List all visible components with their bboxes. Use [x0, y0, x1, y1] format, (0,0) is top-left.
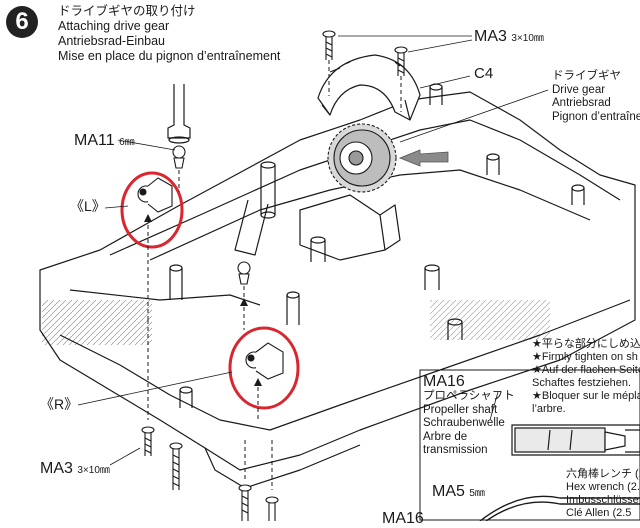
boss-post	[424, 264, 440, 290]
antenna-tube	[167, 84, 191, 139]
label-hex-wrench: 六角棒レンチ (2 Hex wrench (2. Imbusschlüsse C…	[566, 468, 640, 520]
drive-gear	[327, 123, 397, 193]
tightening-note: ★平らな部分にしめ込 ★Firmly tighten on sh ★Auf de…	[532, 338, 640, 416]
rib-block-left	[42, 300, 152, 345]
chassis-upper-rim	[109, 119, 621, 256]
hex-wrench	[479, 495, 640, 521]
drive-gear-de: Antriebsrad	[552, 97, 611, 109]
note-en: ★Firmly tighten on sh	[532, 351, 638, 363]
ma16-fr2: transmission	[423, 444, 488, 456]
arrow-up	[254, 378, 262, 386]
screw-ma3-bottom	[238, 484, 252, 521]
note-jp: ★平らな部分にしめ込	[532, 338, 640, 350]
chassis-lower-rim	[59, 299, 631, 431]
step-title-en: Attaching drive gear	[58, 19, 170, 33]
leader-line	[109, 447, 141, 466]
ball-connector-r	[245, 342, 284, 380]
chassis-outline	[39, 91, 636, 471]
spur-mount-cone	[234, 199, 269, 256]
chassis-side-wall	[204, 444, 361, 489]
note-de2: Schaftes festziehen.	[532, 377, 632, 389]
gear-cover-c4	[317, 54, 421, 121]
label-bottom-partial: MA16	[382, 510, 424, 527]
screw-ma3-top	[322, 30, 336, 60]
boss-post	[260, 161, 276, 219]
cradle-front	[379, 204, 401, 251]
ma5-code: MA5	[432, 483, 465, 500]
propeller-shaft-detail	[419, 369, 640, 521]
ball-connector-l	[137, 177, 173, 213]
ma3-bottom-code: MA3	[40, 460, 73, 477]
hex-wrench-fr: Clé Allen (2.5	[566, 507, 632, 519]
step-title-de: Antriebsrad-Einbau	[58, 34, 166, 48]
leader-line	[117, 139, 176, 151]
ma16-jp: プロペラシャフト	[423, 390, 515, 402]
drive-gear-jp: ドライブギヤ	[552, 70, 621, 82]
drive-gear-fr: Pignon d’entraîner	[552, 110, 640, 123]
leader-line	[104, 205, 129, 209]
label-ma16: MA16	[423, 373, 465, 390]
note-de1: ★Auf der flachen Seite	[532, 364, 640, 376]
chassis-deck	[149, 169, 591, 261]
screw-ma3-bottom	[169, 442, 183, 490]
screw-ma3-bottom	[141, 426, 155, 456]
boss-post	[486, 153, 500, 175]
ma11-code: MA11	[74, 132, 115, 149]
ball-end-mid	[237, 261, 251, 285]
cradle-block	[299, 194, 386, 261]
screw-ma3-top	[394, 46, 408, 76]
leader-line	[419, 75, 471, 89]
boss-post	[169, 264, 183, 300]
ma3-bottom-size: 3×10㎜	[77, 465, 110, 476]
hex-wrench-de: Imbusschlüsse	[566, 494, 639, 506]
ball-end-ma11	[172, 145, 186, 169]
ma5-size: 5㎜	[469, 488, 485, 499]
hex-wrench-jp: 六角棒レンチ (2	[566, 468, 640, 480]
label-ma5: MA5 5㎜	[432, 483, 485, 501]
boss-post	[179, 386, 193, 408]
arrow-up	[240, 298, 248, 306]
leader-line	[399, 89, 549, 143]
leader-line	[489, 391, 499, 421]
boss-post	[310, 236, 326, 262]
hex-wrench-en: Hex wrench (2.	[566, 481, 640, 493]
label-ma11: MA11 6㎜	[74, 132, 135, 150]
drive-gear-en: Drive gear	[552, 83, 606, 96]
note-fr1: ★Bloquer sur le méplat	[532, 390, 640, 402]
note-fr2: l’arbre.	[532, 403, 566, 415]
screw-ma3-bottom	[265, 496, 279, 521]
boss-post	[571, 184, 585, 205]
ma3-top-code: MA3	[474, 28, 507, 45]
arrow-up	[144, 214, 152, 222]
ma16-de: Schraubenwelle	[423, 417, 505, 429]
label-ma3-top: MA3 3×10㎜	[474, 28, 544, 46]
label-ma3-bottom: MA3 3×10㎜	[40, 460, 110, 478]
ma3-top-size: 3×10㎜	[511, 33, 544, 44]
ma11-size: 6㎜	[119, 137, 135, 148]
ma16-fr1: Arbre de	[423, 430, 468, 443]
label-right-side: 《R》	[40, 396, 79, 412]
boss-post	[447, 318, 463, 340]
boss-post	[286, 291, 300, 325]
leader-line	[407, 39, 473, 53]
highlight-circle-l	[120, 171, 184, 249]
ma16-en: Propeller shaft	[423, 403, 498, 416]
label-c4: C4	[474, 65, 494, 82]
leader-line	[77, 371, 233, 406]
step-title: ドライブギヤの取り付け Attaching drive gear Antrieb…	[58, 4, 280, 64]
label-left-side: 《L》	[70, 198, 106, 214]
step-title-jp: ドライブギヤの取り付け	[58, 4, 196, 18]
boss-post	[429, 83, 443, 105]
step-number-badge: 6	[6, 6, 38, 38]
highlight-circle-r	[228, 326, 300, 410]
shaft-arrow	[398, 149, 449, 167]
label-propeller-shaft: プロペラシャフト Propeller shaft Schraubenwelle …	[423, 390, 515, 458]
step-title-fr: Mise en place du pignon d’entraînement	[58, 49, 281, 63]
label-drive-gear: ドライブギヤ Drive gear Antriebsrad Pignon d’e…	[552, 70, 640, 124]
